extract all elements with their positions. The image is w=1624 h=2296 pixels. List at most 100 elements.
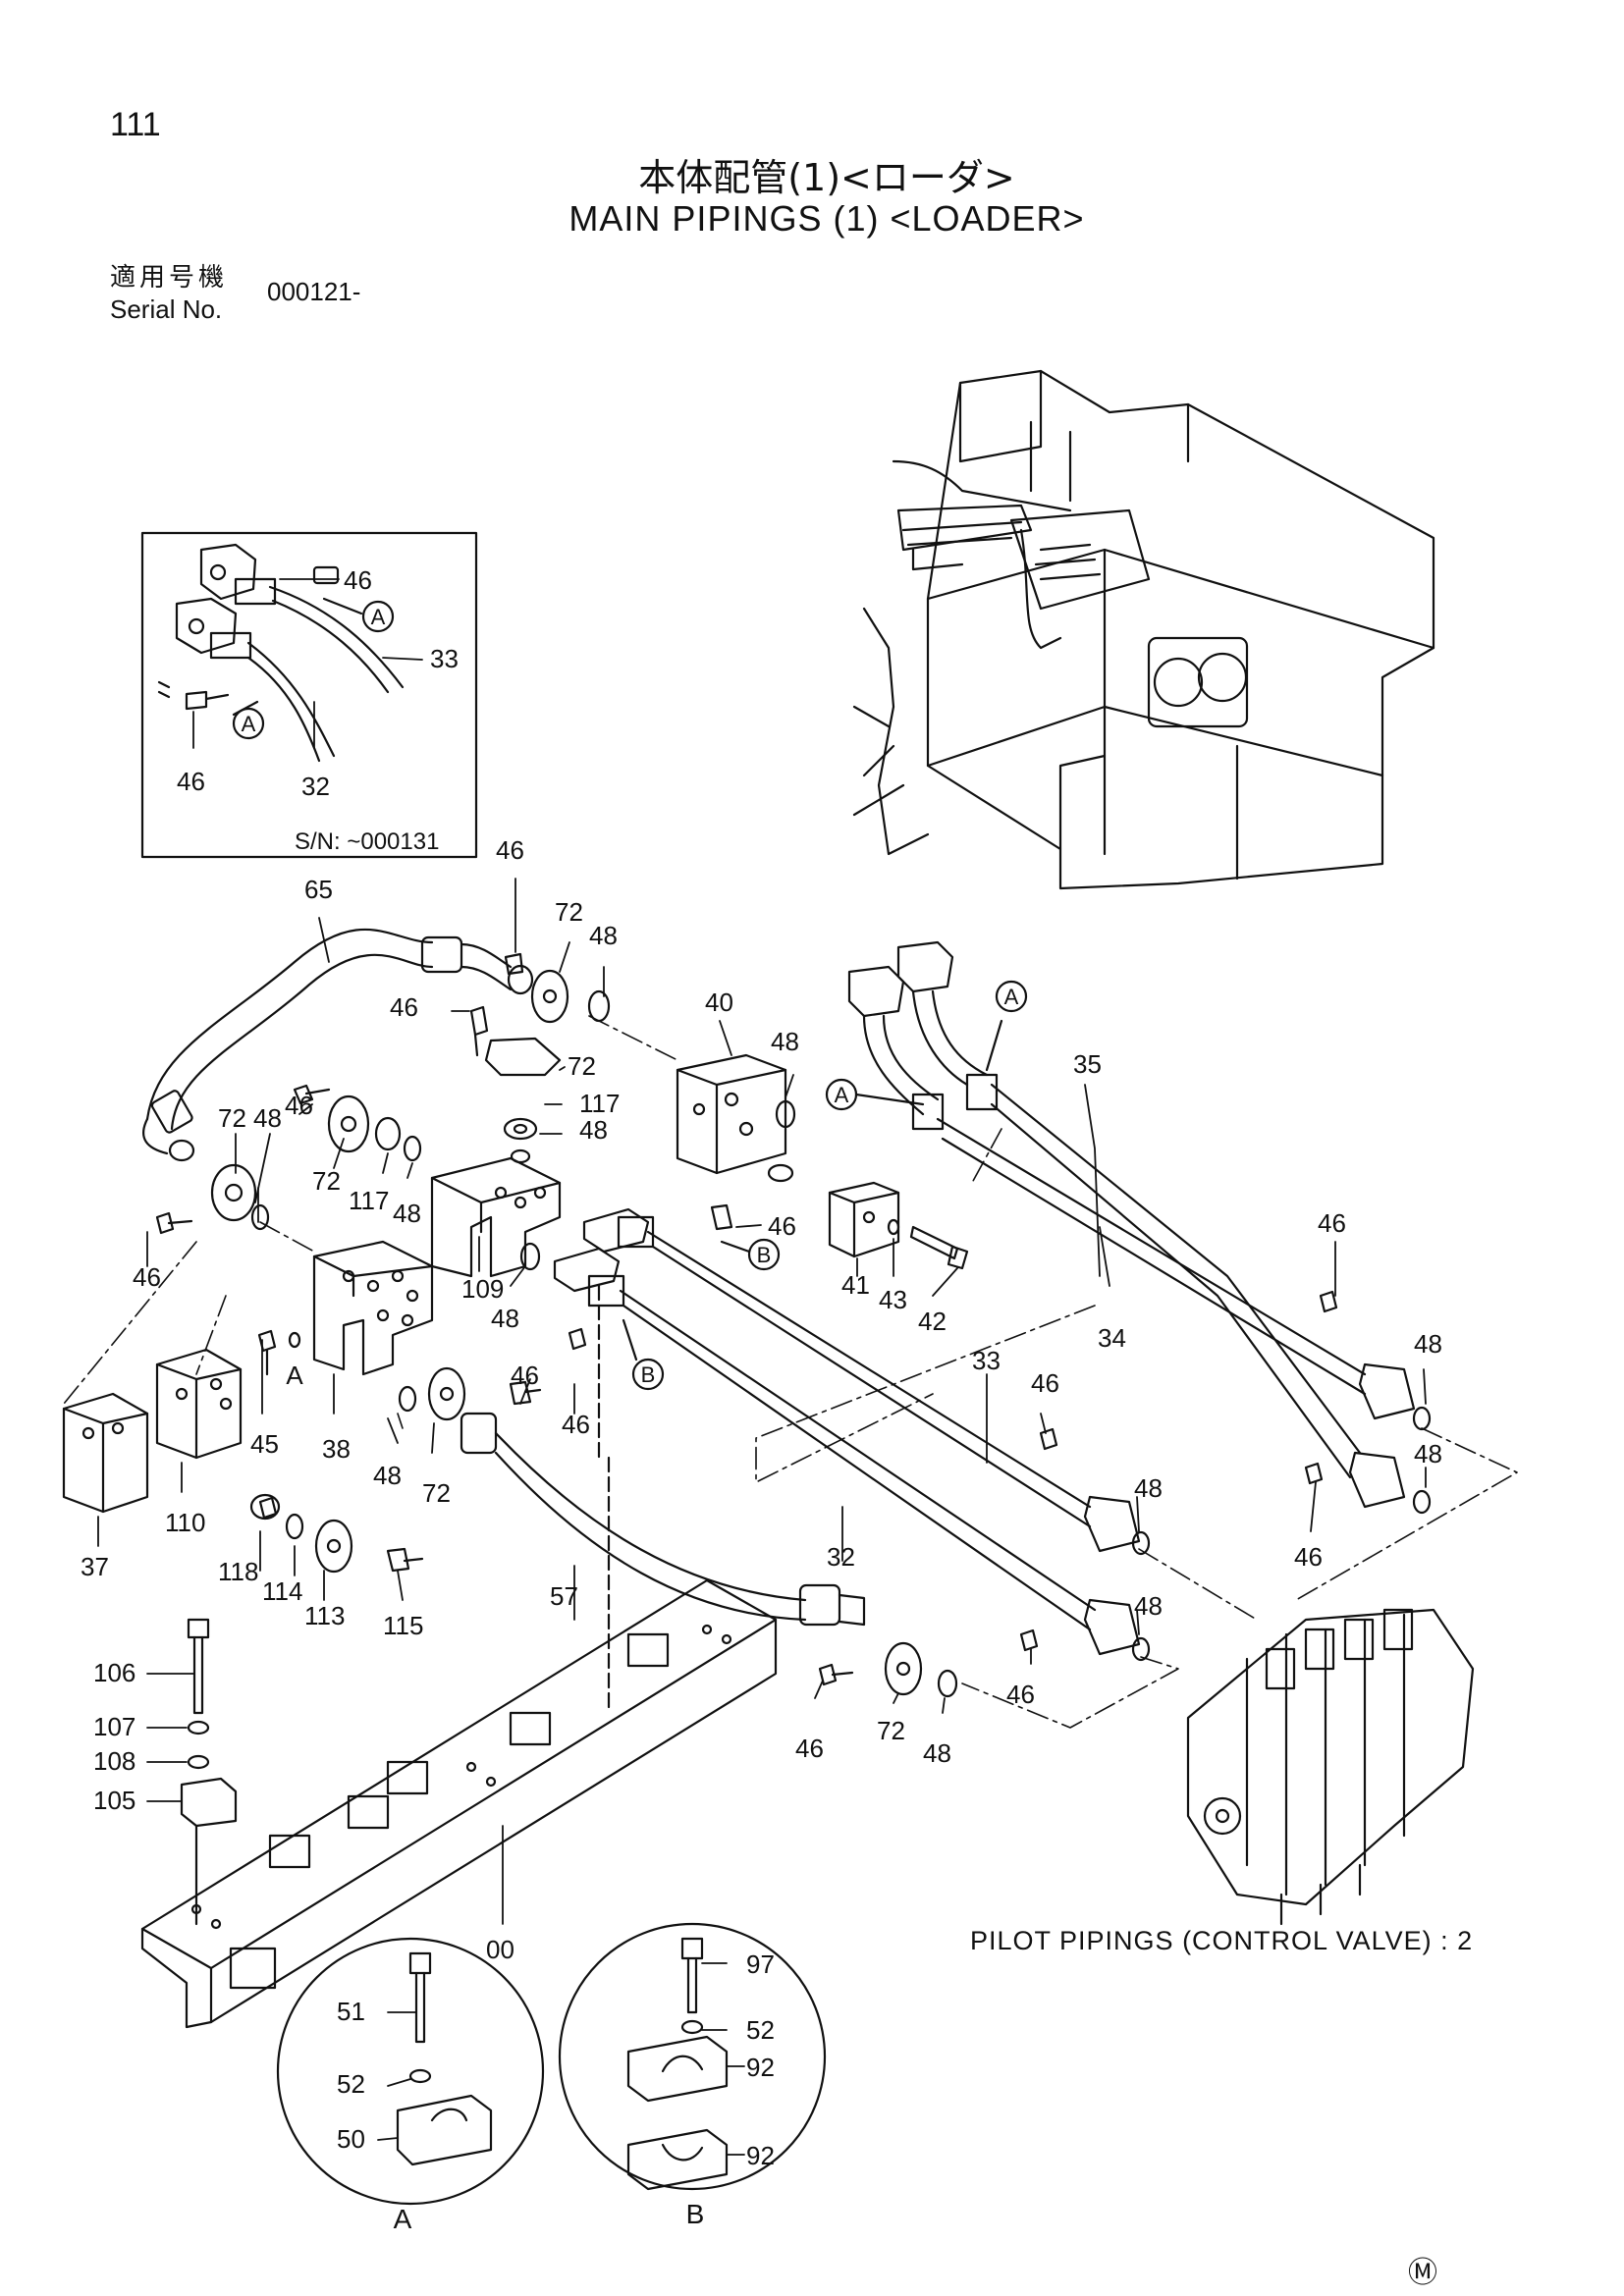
part-callout-00: 00 xyxy=(486,1935,514,1964)
part-callout-45: 45 xyxy=(250,1429,279,1459)
flange-parts xyxy=(155,952,611,1235)
part-callout-46: 46 xyxy=(795,1734,824,1763)
mounting-frame-00 xyxy=(140,1284,778,2029)
part-callout-46: 46 xyxy=(1031,1368,1059,1398)
page-title-japanese: 本体配管(1)<ローダ> xyxy=(638,156,1015,199)
marker-a: A xyxy=(835,1083,849,1107)
part-callout-48: 48 xyxy=(923,1738,951,1768)
serial-label-english: Serial No. xyxy=(110,294,223,324)
marker-a: A xyxy=(1004,985,1019,1009)
pipes-32-33 xyxy=(553,1203,1151,1662)
part-callout-117: 117 xyxy=(349,1186,389,1215)
part-callout-97: 97 xyxy=(746,1949,775,1979)
part-callout-109: 109 xyxy=(461,1274,504,1304)
part-callout-46: 46 xyxy=(562,1410,590,1439)
part-callout-46: 46 xyxy=(285,1091,313,1120)
hose-65 xyxy=(141,928,534,1162)
part-callout-113: 113 xyxy=(304,1601,345,1630)
detail-circle-b-label: B xyxy=(686,2199,705,2229)
serial-number-value: 000121- xyxy=(267,277,361,306)
detail-markers xyxy=(232,597,1028,1391)
part-callout-46: 46 xyxy=(177,767,205,796)
machine-body-drawing xyxy=(852,369,1435,890)
serial-label-japanese: 適用号機 xyxy=(110,263,229,293)
part-callout-57: 57 xyxy=(550,1581,578,1611)
part-callout-46: 46 xyxy=(1294,1542,1323,1572)
part-callout-114: 114 xyxy=(262,1576,302,1606)
part-callout-72: 72 xyxy=(877,1716,905,1745)
part-callout-108: 108 xyxy=(93,1746,135,1776)
part-callout-32: 32 xyxy=(827,1542,855,1572)
part-callout-41: 41 xyxy=(841,1270,870,1300)
page-title-english: MAIN PIPINGS (1) <LOADER> xyxy=(568,198,1085,239)
part-callout-48: 48 xyxy=(589,921,618,950)
part-callout-48: 48 xyxy=(1414,1329,1442,1359)
part-callout-52: 52 xyxy=(337,2069,365,2099)
part-callout-48: 48 xyxy=(1414,1439,1442,1468)
part-callout-107: 107 xyxy=(93,1712,135,1741)
part-callout-32: 32 xyxy=(301,772,330,801)
part-callout-37: 37 xyxy=(81,1552,109,1581)
part-callout-46: 46 xyxy=(344,565,372,595)
part-callout-46: 46 xyxy=(1006,1680,1035,1709)
part-callout-48: 48 xyxy=(393,1199,421,1228)
control-valve-drawing xyxy=(1186,1608,1475,1926)
part-callout-38: 38 xyxy=(322,1434,351,1464)
part-callout-42: 42 xyxy=(918,1307,947,1336)
marker-b: B xyxy=(641,1362,656,1387)
part-callout-72: 72 xyxy=(568,1051,596,1081)
part-callout-34: 34 xyxy=(1098,1323,1126,1353)
part-callout-48: 48 xyxy=(373,1461,402,1490)
detail-circles xyxy=(276,1922,827,2206)
part-callout-51: 51 xyxy=(337,1997,365,2026)
marker-a: A xyxy=(242,712,256,736)
pipes-34-35 xyxy=(847,940,1432,1515)
part-callout-48: 48 xyxy=(491,1304,519,1333)
part-callout-92: 92 xyxy=(746,2053,775,2082)
part-callout-72: 72 xyxy=(422,1478,451,1508)
part-callout-106: 106 xyxy=(93,1658,135,1687)
part-callout-92: 92 xyxy=(746,2141,775,2170)
part-callout-48: 48 xyxy=(1134,1473,1163,1503)
part-callout-46: 46 xyxy=(768,1211,796,1241)
marker-letters: A A A A B B A A B xyxy=(242,605,1019,2234)
inset-serial-note: S/N: ~000131 xyxy=(295,828,439,855)
part-callout-72: 72 xyxy=(555,897,583,927)
part-callout-46: 46 xyxy=(390,992,418,1022)
marker-b: B xyxy=(757,1243,772,1267)
part-callout-48: 48 xyxy=(771,1027,799,1056)
part-callout-48: 48 xyxy=(253,1103,282,1133)
part-callout-46: 46 xyxy=(1318,1208,1346,1238)
part-callout-48: 48 xyxy=(579,1115,608,1145)
marker-a: A xyxy=(371,605,386,629)
part-callout-40: 40 xyxy=(705,988,733,1017)
part-callout-72: 72 xyxy=(218,1103,246,1133)
marker-a: A xyxy=(286,1361,303,1390)
part-callout-33: 33 xyxy=(430,644,459,673)
part-callout-50: 50 xyxy=(337,2124,365,2154)
corner-mark: Ⓜ xyxy=(1408,2257,1437,2289)
part-callout-35: 35 xyxy=(1073,1049,1102,1079)
reference-lines xyxy=(63,1015,1518,1729)
valve-blocks xyxy=(62,1053,969,1514)
page-number: 111 xyxy=(110,106,161,143)
part-callout-72: 72 xyxy=(312,1166,341,1196)
inset-detail-box xyxy=(140,531,478,859)
part-callout-65: 65 xyxy=(304,875,333,904)
part-callout-52: 52 xyxy=(746,2015,775,2045)
bolt-stack xyxy=(180,1618,238,1828)
part-callout-46: 46 xyxy=(511,1361,539,1390)
pilot-pipings-note: PILOT PIPINGS (CONTROL VALVE) : 2 xyxy=(970,1926,1474,1955)
part-callout-118: 118 xyxy=(218,1557,258,1586)
part-callout-46: 46 xyxy=(496,835,524,865)
part-callout-105: 105 xyxy=(93,1786,135,1815)
part-callout-43: 43 xyxy=(879,1285,907,1314)
part-callout-48: 48 xyxy=(1134,1591,1163,1621)
part-callout-115: 115 xyxy=(383,1611,423,1640)
part-callout-117: 117 xyxy=(579,1089,620,1118)
detail-circle-a-label: A xyxy=(394,2204,412,2234)
hose-57 xyxy=(249,1412,958,1698)
leader-lines xyxy=(97,578,1427,2156)
